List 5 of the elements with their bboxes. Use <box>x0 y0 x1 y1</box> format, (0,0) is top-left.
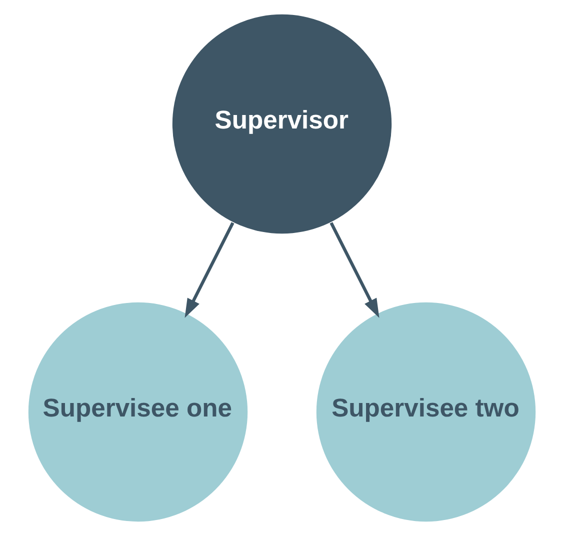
arrow <box>184 222 234 318</box>
node-circle: Supervisee two <box>316 302 536 522</box>
node-circle: Supervisee one <box>28 302 248 522</box>
node-circle: Supervisor <box>172 14 392 234</box>
arrow <box>329 222 379 318</box>
